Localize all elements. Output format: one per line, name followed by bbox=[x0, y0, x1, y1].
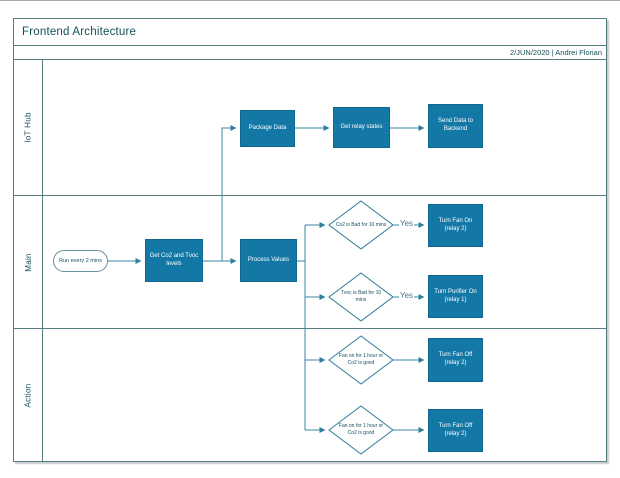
process-get-relay-states: Get relay states bbox=[333, 107, 390, 148]
process-get-co2-tvoc: Get Co2 and Tvoc levels bbox=[145, 239, 203, 282]
diamond-tvoc-bad bbox=[328, 272, 394, 322]
process-turn-fan-on: Turn Fan On (relay 2) bbox=[428, 204, 483, 247]
lane-label-action: Action bbox=[14, 329, 43, 461]
process-turn-purifier-on: Turn Purifier On (relay 1) bbox=[428, 275, 483, 318]
decision-diamonds bbox=[328, 200, 394, 455]
edge-label-yes-co2: Yes bbox=[399, 219, 415, 228]
decision-fan-check-2-label: Fan on for 1 hour or Co2 is good bbox=[338, 423, 384, 436]
diamond-fan-check-1 bbox=[328, 335, 394, 385]
process-process-values: Process Values bbox=[240, 239, 297, 282]
decision-tvoc-bad-label: Tvoc is Bad for 10 mins bbox=[340, 290, 382, 303]
connectors-group bbox=[108, 125, 425, 433]
edge-label-yes-tvoc: Yes bbox=[399, 291, 415, 300]
lane-iot-hub: IoT Hub bbox=[14, 60, 606, 196]
flowchart-frame: Frontend Architecture 2/JUN/2020 | Andre… bbox=[13, 18, 607, 462]
decision-co2-bad-label: Co2 is Bad for 10 mins bbox=[335, 221, 387, 228]
start-node: Run every 2 mins bbox=[53, 250, 108, 272]
lane-label-main: Main bbox=[14, 196, 43, 328]
decision-fan-check-1-label: Fan on for 1 hour or Co2 is good bbox=[338, 353, 384, 366]
edge-branch-to-package bbox=[221, 125, 237, 261]
diamond-co2-bad bbox=[328, 200, 394, 250]
swimlanes: IoT Hub Main Action bbox=[14, 60, 606, 461]
title-bar: Frontend Architecture bbox=[14, 19, 606, 46]
process-turn-fan-off-2: Turn Fan Off (relay 2) bbox=[428, 409, 483, 452]
date-author-text: 2/JUN/2020 | Andrei Florian bbox=[510, 48, 602, 57]
process-turn-fan-off-1: Turn Fan Off (relay 2) bbox=[428, 338, 483, 382]
lane-action: Action bbox=[14, 329, 606, 461]
image-top-edge bbox=[0, 0, 620, 1]
process-package-data: Package Data bbox=[240, 110, 295, 147]
diamond-fan-check-2 bbox=[328, 405, 394, 455]
page-title: Frontend Architecture bbox=[22, 26, 137, 38]
subtitle-bar: 2/JUN/2020 | Andrei Florian bbox=[14, 46, 606, 60]
process-send-data-backend: Send Data to Backend bbox=[428, 104, 483, 148]
lane-label-iot-hub: IoT Hub bbox=[14, 60, 43, 195]
lane-main: Main bbox=[14, 196, 606, 329]
